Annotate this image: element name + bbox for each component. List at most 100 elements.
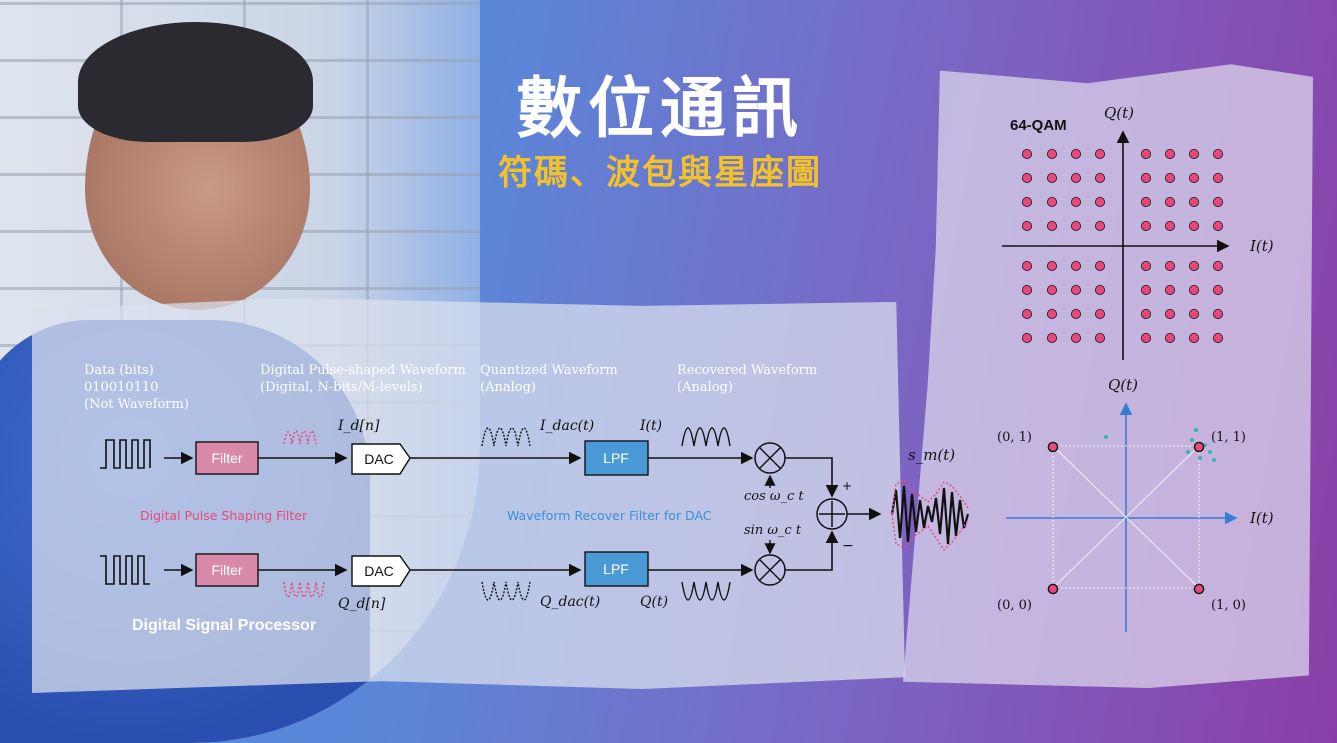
dsp-caption: Digital Signal Processor: [132, 617, 317, 634]
qpsk-point: [1193, 583, 1205, 595]
qam64-point: [1022, 284, 1033, 295]
qpsk-point: [1047, 583, 1059, 595]
qam64-point: [1141, 284, 1152, 295]
dac-block-bottom: [351, 555, 411, 587]
qam64-point: [1165, 172, 1176, 183]
qpsk-point: [1047, 441, 1059, 453]
qpsk-noise-cluster: [1104, 428, 1216, 462]
dac-block-top: [351, 443, 411, 475]
qpsk-point-label: (0, 0): [997, 598, 1032, 613]
qam64-point: [1022, 196, 1033, 207]
it-label: I(t): [639, 418, 662, 434]
qam64-point: [1047, 172, 1058, 183]
page-title: 數位通訊: [516, 70, 804, 147]
qam64-point: [1213, 196, 1224, 207]
qam64-point: [1047, 308, 1058, 319]
qam64-point: [1213, 332, 1224, 343]
dac-block-bottom-label: DAC: [364, 563, 394, 579]
quantized-wave-top: [481, 427, 531, 447]
pulse-shaped-wave-top: [283, 430, 317, 445]
filter-block-top: [195, 441, 259, 475]
qpsk-point: [1193, 441, 1205, 453]
qam64-point: [1071, 308, 1082, 319]
qam64-point: [1213, 260, 1224, 271]
qam64-point: [1141, 308, 1152, 319]
qam64-point: [1022, 308, 1033, 319]
qam64-i-label: I(t): [1249, 237, 1274, 255]
qam64-point: [1141, 332, 1152, 343]
recovered-label: Recovered Waveform (Analog): [677, 363, 818, 395]
quantized-label: Quantized Waveform (Analog): [480, 363, 618, 395]
qam64-point: [1095, 332, 1106, 343]
qpsk-q-label: Q(t): [1108, 376, 1138, 394]
qam64-points: [1022, 148, 1224, 343]
qam64-point: [1165, 196, 1176, 207]
qam64-point: [1022, 148, 1033, 159]
arrow: [785, 457, 839, 498]
qt-label: Q(t): [640, 594, 668, 610]
id-n-label: I_d[n]: [337, 418, 380, 434]
qam64-point: [1141, 220, 1152, 231]
qam64-point: [1071, 260, 1082, 271]
qam64-point: [1165, 220, 1176, 231]
person-hair: [78, 22, 313, 142]
qpsk-grid-box: [1052, 445, 1200, 589]
qam64-point: [1189, 260, 1200, 271]
filter-block-bottom-label: Filter: [211, 562, 242, 578]
modulated-signal-wave: [890, 485, 970, 545]
qam64-point: [1213, 172, 1224, 183]
qam64-point: [1189, 220, 1200, 231]
recovered-wave-top: [681, 427, 731, 447]
filter-block-bottom: [195, 553, 259, 587]
qam64-point: [1141, 196, 1152, 207]
lpf-block-bottom-label: LPF: [603, 561, 629, 577]
pulse-shaped-wave-bottom: [283, 581, 325, 598]
qam64-point: [1189, 308, 1200, 319]
qam64-point: [1213, 148, 1224, 159]
qam64-point: [1071, 148, 1082, 159]
qam64-point: [1022, 332, 1033, 343]
qam64-point: [1095, 196, 1106, 207]
filter-block-top-label: Filter: [211, 450, 242, 466]
qam64-q-label: Q(t): [1104, 104, 1134, 122]
qam64-point: [1047, 260, 1058, 271]
qpsk-point-label: (0, 1): [997, 430, 1032, 445]
qdac-label: Q_dac(t): [540, 594, 600, 610]
dac-block-top-label: DAC: [364, 451, 394, 467]
qam64-point: [1022, 260, 1033, 271]
cos-label: cos ω_c t: [744, 489, 804, 504]
qam64-point: [1071, 172, 1082, 183]
qam64-point: [1022, 172, 1033, 183]
qam64-point: [1047, 148, 1058, 159]
qam64-point: [1189, 284, 1200, 295]
block-diagram-panel: [32, 298, 905, 693]
qam64-point: [1071, 220, 1082, 231]
qam64-point: [1213, 284, 1224, 295]
lpf-block-top-label: LPF: [603, 450, 629, 466]
qam64-point: [1095, 308, 1106, 319]
sm-label: s_m(t): [908, 446, 955, 464]
minus-sign: −: [842, 538, 854, 554]
bits-square-wave-top: [100, 439, 151, 469]
qam64-point: [1022, 220, 1033, 231]
page-subtitle: 符碼、波包與星座圖: [498, 153, 822, 193]
qam64-point: [1141, 172, 1152, 183]
qam64-point: [1047, 284, 1058, 295]
qam64-point: [1213, 220, 1224, 231]
qam64-point: [1071, 284, 1082, 295]
qam64-point: [1095, 260, 1106, 271]
qam64-point: [1071, 332, 1082, 343]
qpsk-points: (0, 1)(1, 1)(0, 0)(1, 0): [997, 430, 1246, 613]
bits-square-wave-bottom: [100, 555, 150, 585]
qam64-point: [1047, 332, 1058, 343]
qam64-point: [1165, 308, 1176, 319]
qam64-point: [1141, 148, 1152, 159]
quantized-wave-bottom: [481, 581, 531, 601]
pulse-shaped-label: Digital Pulse-shaped Waveform (Digital, …: [260, 363, 466, 395]
qam64-point: [1165, 332, 1176, 343]
pulse-shaping-filter-caption: Digital Pulse Shaping Filter: [140, 508, 308, 523]
qam64-point: [1095, 220, 1106, 231]
qpsk-point-label: (1, 1): [1211, 430, 1246, 445]
qam64-point: [1047, 196, 1058, 207]
